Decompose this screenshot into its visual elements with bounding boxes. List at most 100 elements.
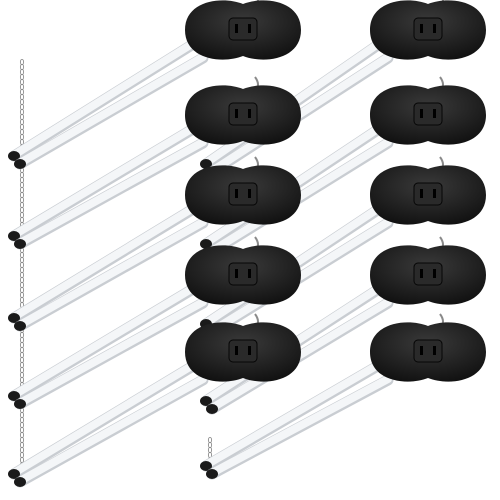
- chain-link: [19, 276, 25, 284]
- chain-link: [19, 176, 25, 184]
- chain-link: [19, 98, 25, 106]
- outlet-icon: [228, 262, 258, 286]
- light-fixture: [8, 156, 301, 332]
- end-cap: [200, 396, 212, 406]
- chain-link: [19, 93, 25, 101]
- chain-link: [19, 201, 25, 209]
- outlet-slot: [235, 269, 238, 278]
- outlet-slot: [235, 346, 238, 355]
- light-fixture: [8, 313, 301, 488]
- end-cap: [8, 231, 20, 241]
- chain-link: [19, 286, 25, 294]
- chain-link: [19, 73, 25, 81]
- end-cap: [8, 313, 20, 323]
- chain-link: [19, 68, 25, 76]
- chain-link: [19, 63, 25, 71]
- chain-link: [19, 113, 25, 121]
- chain-link: [207, 441, 213, 449]
- led-tube: [10, 198, 207, 321]
- chain-link: [19, 88, 25, 96]
- outlet-face: [228, 102, 258, 126]
- light-fixture: [8, 0, 301, 170]
- outlet-face: [413, 339, 443, 363]
- outlet-slot: [235, 109, 238, 118]
- end-cap: [206, 404, 218, 414]
- led-tube: [202, 355, 392, 469]
- outlet-slot: [420, 109, 423, 118]
- chain-link: [207, 436, 213, 444]
- outlet-slot: [433, 109, 436, 118]
- led-tube: [10, 278, 207, 399]
- led-tube: [16, 138, 207, 247]
- chain-link: [19, 441, 25, 449]
- chain-link: [19, 341, 25, 349]
- chain-link: [19, 351, 25, 359]
- outlet-face: [413, 262, 443, 286]
- chain-link: [19, 123, 25, 131]
- outlet-icon: [228, 17, 258, 41]
- chain-link: [19, 181, 25, 189]
- chain-link: [19, 171, 25, 179]
- led-tube: [10, 355, 207, 477]
- chain-link: [19, 256, 25, 264]
- outlet-slot: [248, 189, 251, 198]
- led-tube: [10, 118, 207, 239]
- outlet-face: [413, 182, 443, 206]
- light-fixture: [8, 236, 301, 410]
- outlet-icon: [228, 182, 258, 206]
- outlet-slot: [248, 24, 251, 33]
- led-tube: [16, 375, 207, 485]
- chain-link: [19, 356, 25, 364]
- chain-link: [19, 251, 25, 259]
- outlet-slot: [420, 269, 423, 278]
- chain-link: [19, 376, 25, 384]
- light-fixture: [8, 76, 301, 250]
- end-cap: [200, 159, 212, 169]
- chain-link: [19, 361, 25, 369]
- outlet-face: [413, 17, 443, 41]
- outlet-slot: [235, 24, 238, 33]
- outlet-slot: [420, 24, 423, 33]
- chain-link: [19, 451, 25, 459]
- chain-link: [19, 186, 25, 194]
- chain-link: [19, 436, 25, 444]
- chain-link: [207, 446, 213, 454]
- led-tube: [16, 298, 207, 407]
- outlet-slot: [433, 189, 436, 198]
- outlet-slot: [248, 269, 251, 278]
- outlet-slot: [433, 346, 436, 355]
- chain-link: [19, 191, 25, 199]
- end-cap: [8, 391, 20, 401]
- end-cap: [14, 239, 26, 249]
- chain-link: [19, 426, 25, 434]
- chain-link: [19, 118, 25, 126]
- chain-link: [19, 291, 25, 299]
- outlet-icon: [413, 262, 443, 286]
- chain-link: [19, 346, 25, 354]
- chain-link: [19, 78, 25, 86]
- outlet-slot: [420, 346, 423, 355]
- chain-link: [19, 128, 25, 136]
- chain-link: [19, 421, 25, 429]
- led-tube: [16, 53, 207, 167]
- chain-link: [19, 261, 25, 269]
- chain-link: [19, 206, 25, 214]
- end-cap: [8, 151, 20, 161]
- outlet-icon: [413, 339, 443, 363]
- outlet-icon: [228, 102, 258, 126]
- chain-link: [19, 133, 25, 141]
- outlet-icon: [228, 339, 258, 363]
- outlet-face: [228, 339, 258, 363]
- chain-link: [19, 446, 25, 454]
- chain-link: [19, 431, 25, 439]
- led-tube: [16, 218, 207, 329]
- chain-link: [19, 331, 25, 339]
- chain-link: [19, 216, 25, 224]
- chain-link: [19, 371, 25, 379]
- chain-link: [19, 336, 25, 344]
- end-cap: [206, 469, 218, 479]
- outlet-slot: [433, 269, 436, 278]
- end-cap: [14, 399, 26, 409]
- outlet-face: [228, 182, 258, 206]
- outlet-icon: [413, 182, 443, 206]
